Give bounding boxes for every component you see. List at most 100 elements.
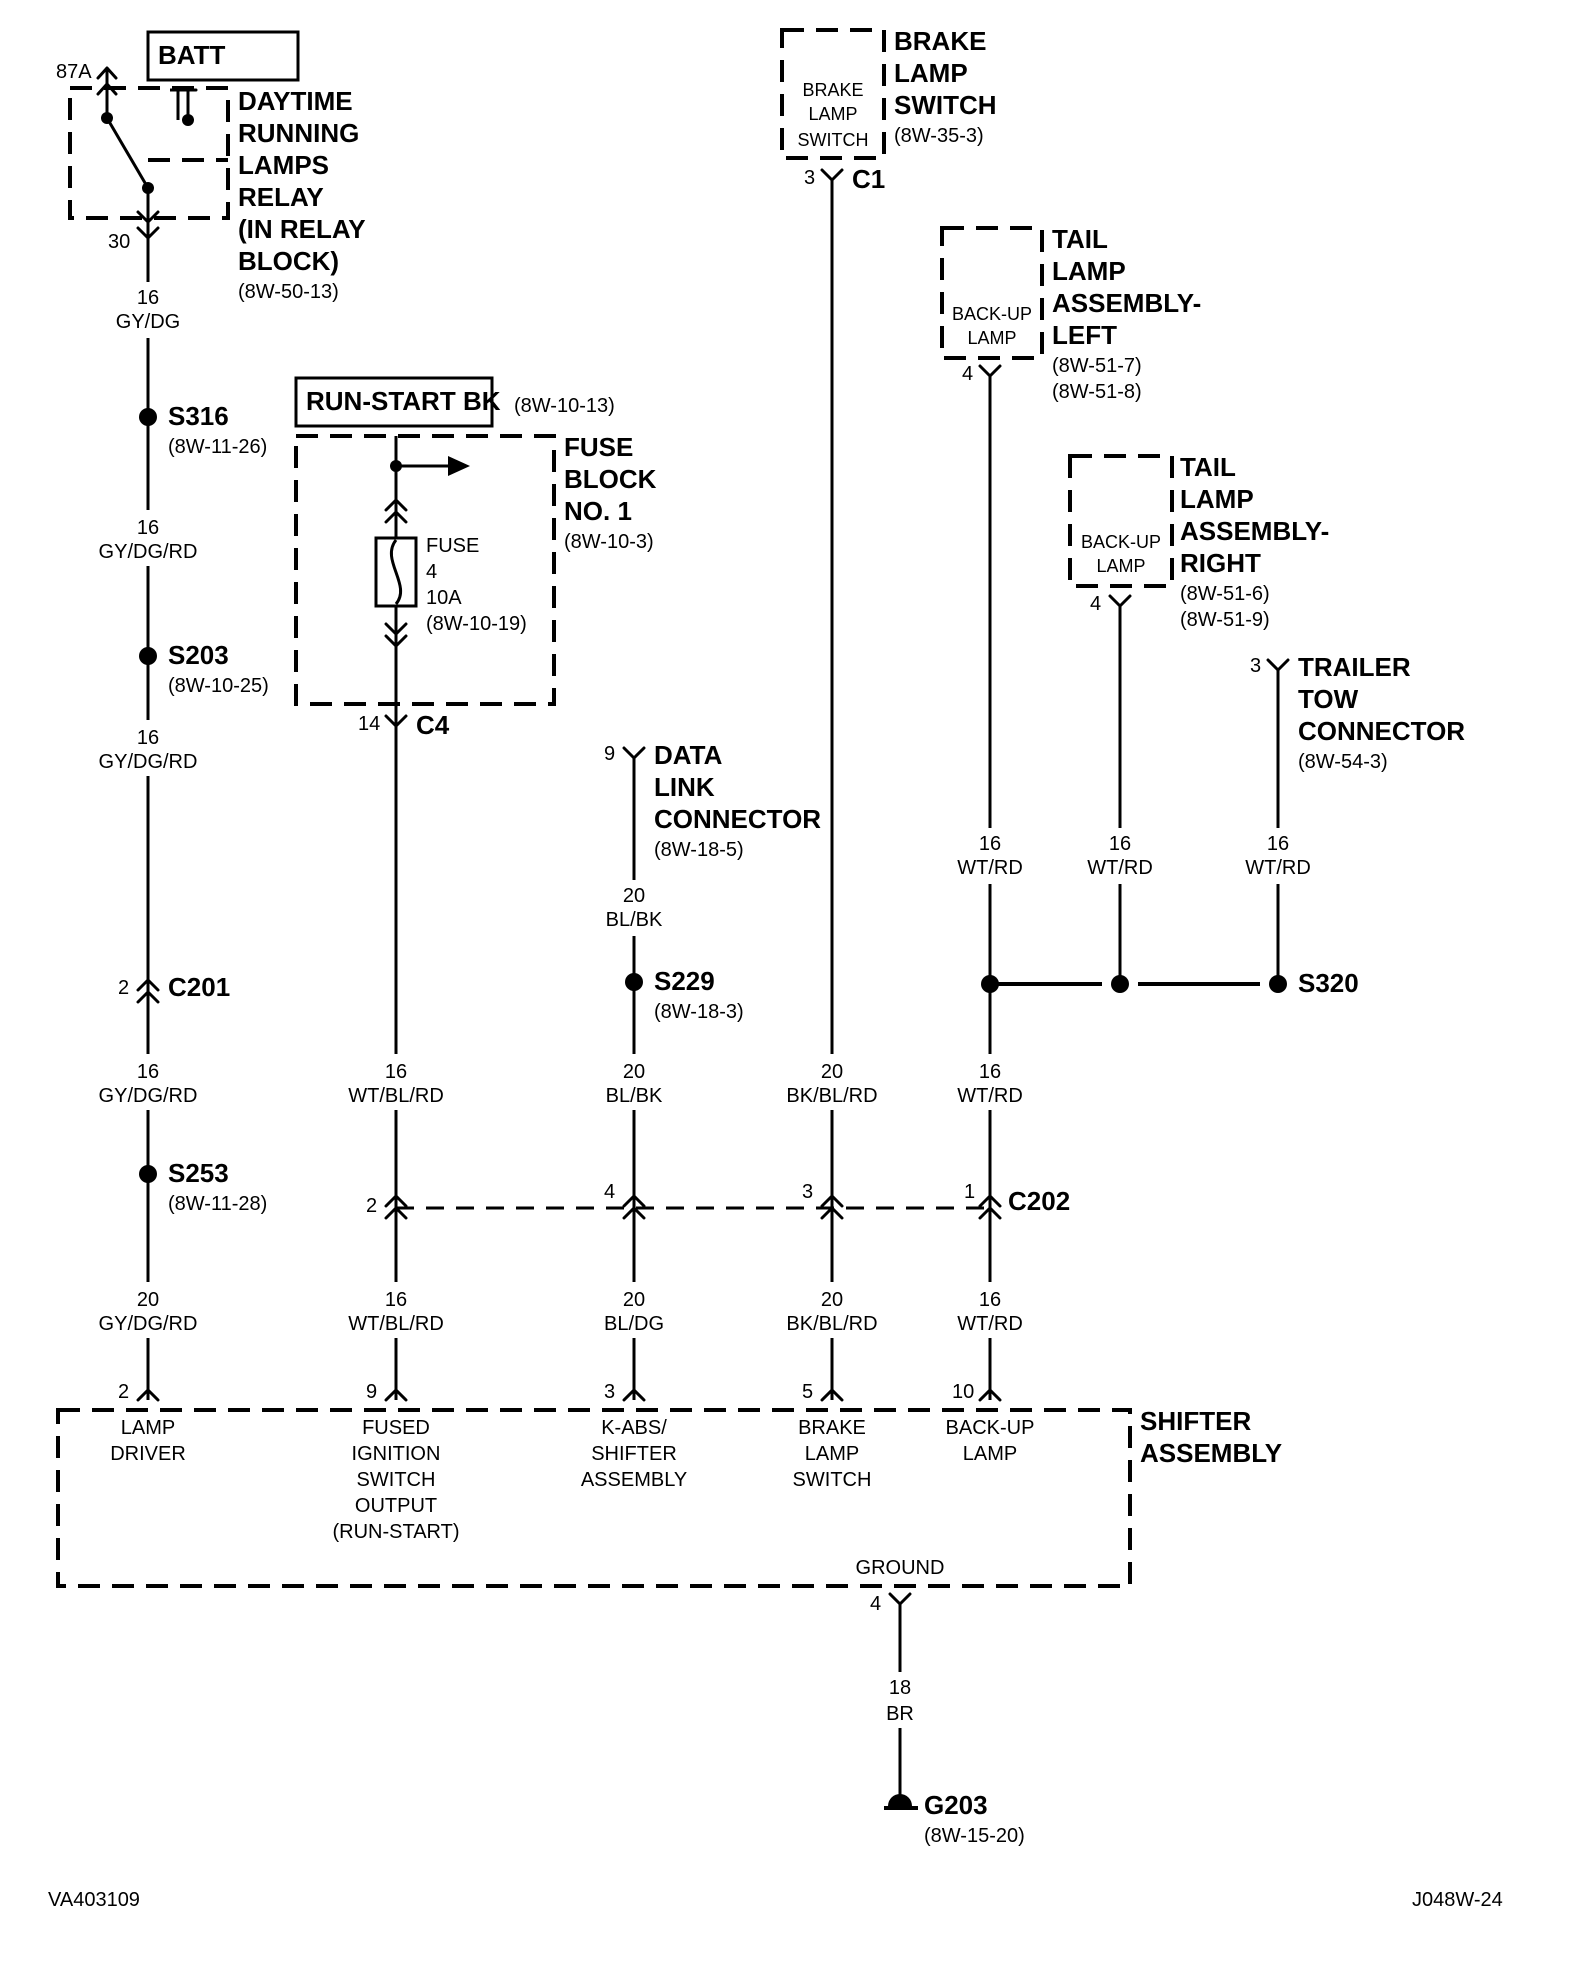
shifter-backup-1: BACK-UP <box>946 1417 1035 1439</box>
footer-right-code: J048W-24 <box>1412 1889 1503 1911</box>
shifter-backup-2: LAMP <box>963 1443 1017 1465</box>
wire-w5-gauge: 20 <box>137 1289 159 1311</box>
shifter-lamp-driver-2: DRIVER <box>110 1443 186 1465</box>
splice-s253-ref: (8W-11-28) <box>168 1193 267 1215</box>
wire-w6-gauge: 16 <box>385 1061 407 1083</box>
fuse-block-dashed-box <box>294 434 556 706</box>
trailer-ref: (8W-54-3) <box>1298 751 1388 773</box>
wire-w11-color: BK/BL/RD <box>786 1085 877 1107</box>
relay-30-chevron <box>136 210 160 240</box>
c202-name: C202 <box>1008 1186 1070 1216</box>
fuse-label-2: 4 <box>426 561 437 583</box>
fuse-label-1: FUSE <box>426 535 479 557</box>
dlc-pin: 9 <box>604 743 615 765</box>
relay-title-5: (IN RELAY <box>238 214 366 244</box>
splice-s229-dot <box>625 973 643 991</box>
shifter-brake-3: SWITCH <box>793 1469 872 1491</box>
wire-w11-gauge: 20 <box>821 1061 843 1083</box>
tail-right-title-1: TAIL <box>1180 452 1236 482</box>
run-start-box <box>294 376 494 428</box>
splice-s320: S320 <box>981 968 1359 998</box>
tail-left-dashed-box <box>940 226 1044 360</box>
shifter-ground-pin: 4 <box>870 1593 881 1615</box>
shifter-pin-9: 9 <box>366 1381 377 1403</box>
wire-w18-color: BR <box>886 1703 914 1725</box>
c202-pin-1: 1 <box>964 1181 975 1203</box>
splice-s320-name: S320 <box>1298 968 1359 998</box>
c1-pin: 3 <box>804 167 815 189</box>
wire-w15-color: WT/RD <box>1245 857 1311 879</box>
wire-w14-gauge: 16 <box>1109 833 1131 855</box>
fuse-label-4: (8W-10-19) <box>426 613 527 635</box>
tail-lamp-left: BACK-UP LAMP TAIL LAMP ASSEMBLY- LEFT (8… <box>940 224 1201 403</box>
splice-s253-dot <box>139 1165 157 1183</box>
splice-s229-ref: (8W-18-3) <box>654 1001 744 1023</box>
tail-left-title-3: ASSEMBLY- <box>1052 288 1201 318</box>
wire-w7-gauge: 16 <box>385 1289 407 1311</box>
wire-w10-gauge: 20 <box>623 1289 645 1311</box>
trailer-title-1: TRAILER <box>1298 652 1411 682</box>
fuse-block-title-1: FUSE <box>564 432 633 462</box>
shifter-kabs-1: K-ABS/ <box>601 1417 667 1439</box>
relay-title-6: BLOCK) <box>238 246 339 276</box>
tail-right-inner-2: LAMP <box>1096 556 1145 576</box>
trailer-title-3: CONNECTOR <box>1298 716 1465 746</box>
fuse-block-title-2: BLOCK <box>564 464 657 494</box>
relay-pin-87a: 87A <box>56 61 92 83</box>
wire-w4-color: GY/DG/RD <box>99 1085 198 1107</box>
wire-w3-gauge: 16 <box>137 727 159 749</box>
trailer-title-2: TOW <box>1298 684 1359 714</box>
shifter-lamp-driver-1: LAMP <box>121 1417 175 1439</box>
relay-dashed-box <box>68 86 230 220</box>
wire-w10-color: BL/DG <box>604 1313 664 1335</box>
run-start-ref: (8W-10-13) <box>514 395 615 417</box>
trailer-pin: 3 <box>1250 655 1261 677</box>
brake-switch-dashed-box <box>780 28 886 160</box>
trailer-tow-connector: 3 TRAILER TOW CONNECTOR (8W-54-3) 16 WT/… <box>1238 652 1465 984</box>
tail-right-dashed-box <box>1068 454 1174 588</box>
wire-w13-gauge: 16 <box>979 833 1001 855</box>
g203-name: G203 <box>924 1790 988 1820</box>
shifter-fused-2: IGNITION <box>352 1443 441 1465</box>
shifter-fused-1: FUSED <box>362 1417 430 1439</box>
tail-lamp-right: BACK-UP LAMP TAIL LAMP ASSEMBLY- RIGHT (… <box>1068 452 1329 984</box>
shifter-assembly: SHIFTER ASSEMBLY 2 9 3 5 10 LAMP DRIVER … <box>56 1381 1282 1615</box>
wire-w12-gauge: 20 <box>821 1289 843 1311</box>
fuse-block-ref: (8W-10-3) <box>564 531 654 553</box>
splice-s203-name: S203 <box>168 640 229 670</box>
brake-switch-title-3: SWITCH <box>894 90 997 120</box>
ground-symbol-icon <box>888 1794 912 1806</box>
wire-w16-color: WT/RD <box>957 1085 1023 1107</box>
shifter-pin-3-chevron <box>622 1388 646 1402</box>
shifter-pin-10-chevron <box>978 1388 1002 1402</box>
tail-left-ref-2: (8W-51-8) <box>1052 381 1142 403</box>
splice-s316-dot <box>139 408 157 426</box>
shifter-pin-9-chevron <box>384 1388 408 1402</box>
shifter-pin-5: 5 <box>802 1381 813 1403</box>
wire-w1-gauge: 16 <box>137 287 159 309</box>
wire-w18-gauge: 18 <box>889 1677 911 1699</box>
splice-s203-ref: (8W-10-25) <box>168 675 269 697</box>
dlc-ref: (8W-18-5) <box>654 839 744 861</box>
c202-pin-4: 4 <box>604 1181 615 1203</box>
splice-s316-name: S316 <box>168 401 229 431</box>
column-brake: 20 BK/BL/RD 20 BK/BL/RD <box>784 178 884 1400</box>
wire-w9-color: BL/BK <box>606 1085 663 1107</box>
tail-left-pin: 4 <box>962 363 973 385</box>
c202-pin-2: 2 <box>366 1195 377 1217</box>
fuse-label-3: 10A <box>426 587 462 609</box>
ground-g203: 18 BR G203 (8W-15-20) <box>862 1602 1025 1847</box>
c202-connector: 2 4 3 1 C202 <box>366 1181 1070 1220</box>
shifter-pin-3: 3 <box>604 1381 615 1403</box>
tail-right-inner-1: BACK-UP <box>1081 532 1161 552</box>
wire-w9-gauge: 20 <box>623 1061 645 1083</box>
fuse-block: RUN-START BK (8W-10-13) FUSE 4 10A (8W-1… <box>294 376 657 760</box>
fuse-block-title-3: NO. 1 <box>564 496 632 526</box>
brake-switch-inner-2: LAMP <box>808 104 857 124</box>
c4-name: C4 <box>416 710 450 740</box>
batt-label: BATT <box>158 40 226 70</box>
relay-title-3: LAMPS <box>238 150 329 180</box>
c202-pin-3: 3 <box>802 1181 813 1203</box>
c4-pin: 14 <box>358 713 380 735</box>
